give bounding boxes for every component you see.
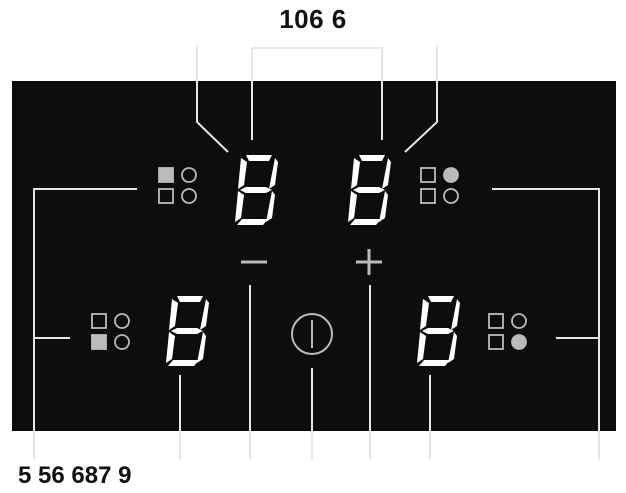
top-bracket-line	[251, 47, 383, 70]
control-panel	[12, 81, 616, 431]
zone-indicator-icon	[91, 313, 130, 350]
leader-lines	[33, 45, 600, 460]
plus-icon[interactable]	[356, 249, 382, 275]
leader-left-bracket	[33, 188, 137, 460]
power-icon[interactable]	[291, 313, 333, 355]
display-front-right	[417, 296, 460, 366]
zone-indicator-icon	[158, 167, 197, 204]
zone-indicator-icon	[488, 313, 527, 350]
display-rear-right	[348, 155, 391, 225]
callout-numbers-top: 106 6	[279, 4, 347, 34]
zone-indicator-icon	[420, 167, 459, 204]
leader-rear-right	[404, 45, 438, 153]
callout-numbers-bottom: 5 56 687 9	[18, 462, 132, 489]
display-rear-left	[235, 155, 278, 225]
leader-rear-left	[196, 45, 229, 153]
leader-right-bracket	[492, 188, 600, 460]
display-front-left	[166, 296, 209, 366]
